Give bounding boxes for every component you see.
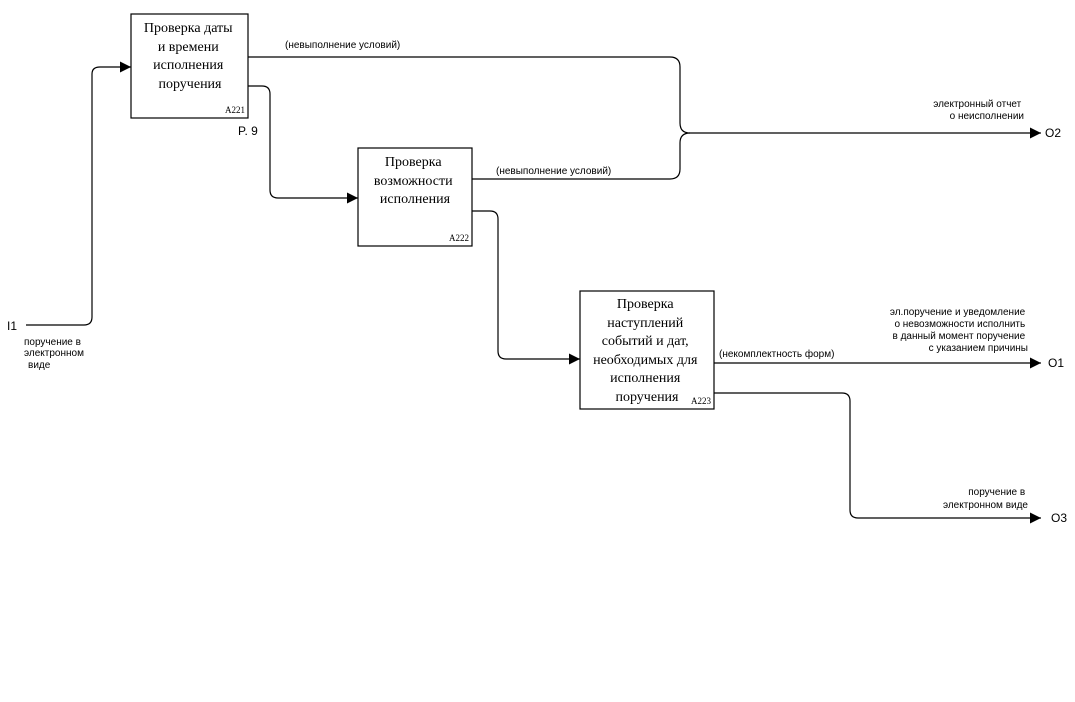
box-a222-title-line: исполнения xyxy=(380,192,451,207)
box-a223-title-line: исполнения xyxy=(610,371,681,386)
box-a222-title-line: возможности xyxy=(374,174,453,189)
label-o3: поручение в электронном виде xyxy=(943,487,1028,511)
label-o2-line: электронный отчет xyxy=(933,99,1021,110)
label-o3-line: электронном виде xyxy=(943,500,1028,511)
label-incomplete-forms: (некомплектность форм) xyxy=(719,348,834,360)
box-a222-title-line: Проверка xyxy=(385,155,442,170)
label-input-line: виде xyxy=(28,360,51,371)
label-o1-line: эл.поручение и уведомление xyxy=(890,307,1026,318)
svg-text:Проверка наступлений: Проверка наступлений событий и дат, необ… xyxy=(593,297,701,405)
activity-box-a223[interactable]: Проверка наступлений событий и дат, необ… xyxy=(579,290,715,410)
label-o1: эл.поручение и уведомление о невозможнос… xyxy=(890,307,1028,354)
svg-text:Проверка даты и времени: Проверка даты и времени исполнения поруч… xyxy=(144,21,236,92)
box-a223-title-line: событий и дат, xyxy=(602,334,689,349)
label-o1-line: о невозможности исполнить xyxy=(894,319,1025,330)
arrow-i1-to-a221 xyxy=(26,61,131,326)
box-a221-title-line: и времени xyxy=(158,40,219,55)
arrow-a222-to-a223 xyxy=(472,210,580,365)
box-a221-title-line: Проверка даты xyxy=(144,21,233,36)
label-o2: электронный отчет о неисполнении xyxy=(933,99,1024,122)
port-i1: I1 xyxy=(7,319,17,333)
label-o3-line: поручение в xyxy=(968,487,1025,498)
box-a221-title-line: исполнения xyxy=(153,58,224,73)
box-a221-number: A221 xyxy=(225,105,245,115)
label-o2-line: о неисполнении xyxy=(950,111,1024,122)
arrow-a221-nonfulfil-to-o2 xyxy=(248,56,691,134)
box-a221-page-ref: P. 9 xyxy=(238,124,258,138)
box-a223-title-line: Проверка xyxy=(617,297,674,312)
box-a222-number: A222 xyxy=(449,233,469,243)
label-input-line: электронном xyxy=(24,348,84,359)
port-o1: O1 xyxy=(1048,356,1064,370)
svg-text:Проверка возможности: Проверка возможности исполнения xyxy=(374,155,456,207)
arrow-a223-to-o3 xyxy=(714,392,1041,524)
label-o1-line: в данный момент поручение xyxy=(893,331,1026,342)
arrow-a222-nonfulfil-to-o2 xyxy=(472,132,691,180)
arrow-a221-to-a222 xyxy=(248,85,358,204)
port-o3: O3 xyxy=(1051,511,1067,525)
box-a221-title-line: поручения xyxy=(159,77,223,92)
label-nonfulfil-1: (невыполнение условий) xyxy=(285,40,400,51)
box-a223-number: A223 xyxy=(691,396,711,406)
label-nonfulfil-2: (невыполнение условий) xyxy=(496,166,611,177)
box-a223-title-line: поручения xyxy=(616,390,680,405)
port-o2: O2 xyxy=(1045,126,1061,140)
box-a223-title-line: наступлений xyxy=(607,316,684,331)
box-a223-title-line: необходимых для xyxy=(593,353,698,368)
activity-box-a221[interactable]: Проверка даты и времени исполнения поруч… xyxy=(130,13,249,119)
label-o1-line: с указанием причины xyxy=(929,343,1028,354)
activity-box-a222[interactable]: Проверка возможности исполнения A222 xyxy=(357,147,473,247)
label-input-line: поручение в xyxy=(24,337,81,348)
label-input: поручение в электронном виде xyxy=(24,337,87,371)
